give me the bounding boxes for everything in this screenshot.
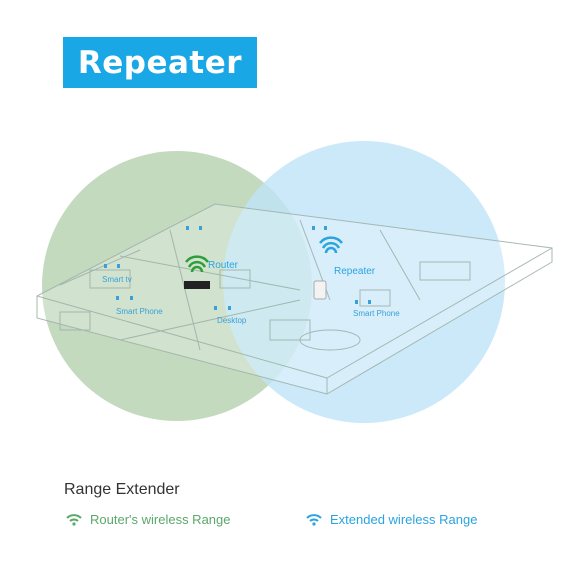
legend-router-label: Router's wireless Range bbox=[90, 512, 231, 527]
device-label-desktop: Desktop bbox=[217, 316, 247, 325]
legend-router-range: Router's wireless Range bbox=[66, 512, 231, 527]
signal-markers bbox=[104, 226, 371, 310]
wifi-icon bbox=[306, 513, 322, 526]
title-banner: Repeater bbox=[63, 37, 257, 88]
device-label-smart-tv: Smart tv bbox=[102, 275, 132, 284]
repeater-device bbox=[313, 236, 343, 300]
floor-plan bbox=[36, 203, 553, 395]
device-label-smart-phone-left: Smart Phone bbox=[116, 307, 163, 316]
extended-range-circle bbox=[223, 141, 505, 423]
wifi-icon bbox=[66, 513, 82, 526]
router-label: Router bbox=[208, 260, 239, 271]
title-text: Repeater bbox=[77, 44, 243, 81]
repeater-label: Repeater bbox=[334, 266, 376, 277]
caption: Range Extender bbox=[64, 481, 180, 498]
legend-extended-range: Extended wireless Range bbox=[306, 512, 477, 527]
device-label-smart-phone-right: Smart Phone bbox=[353, 309, 400, 318]
legend-extended-label: Extended wireless Range bbox=[330, 512, 478, 527]
router-device bbox=[184, 255, 210, 289]
